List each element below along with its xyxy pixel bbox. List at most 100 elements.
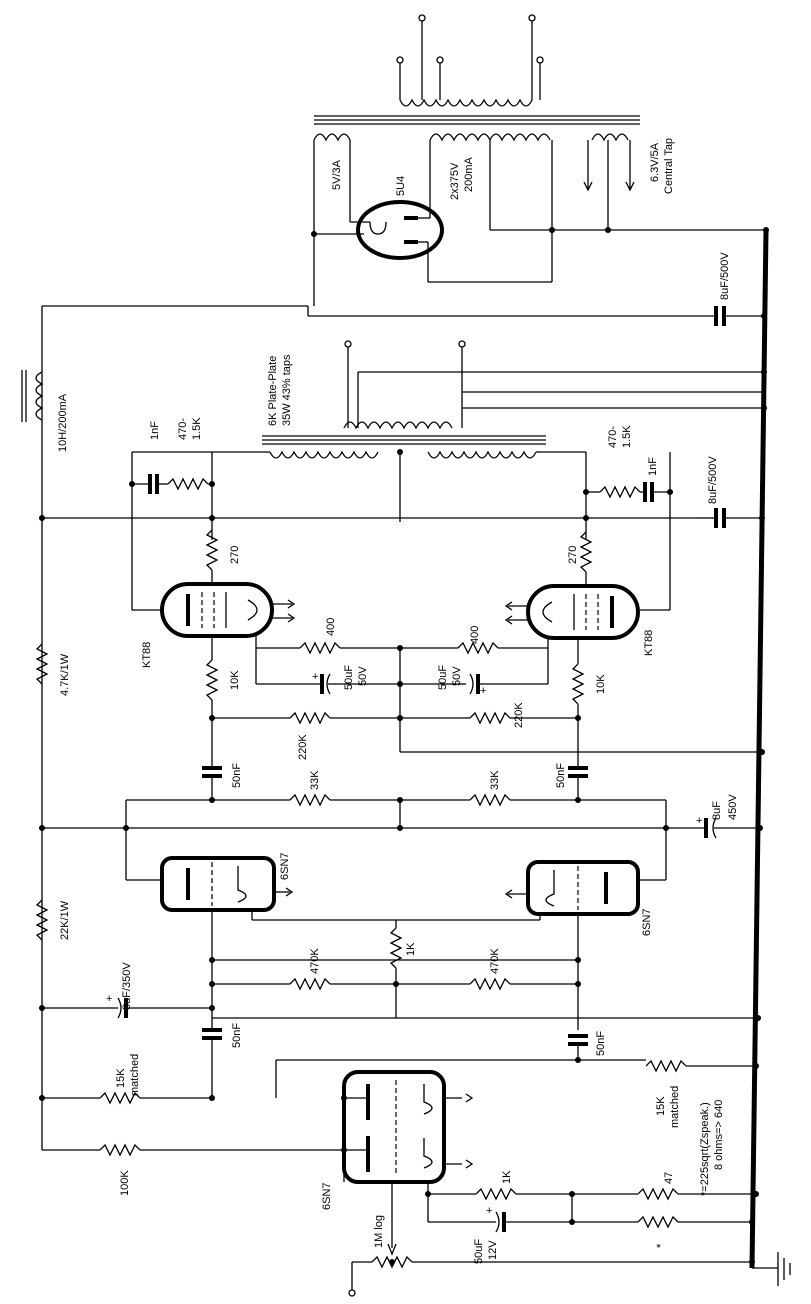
cap-plus-right: + [480, 685, 486, 697]
feedback-resistor-star [637, 1216, 679, 1228]
power-transformer [313, 14, 640, 230]
heater-5v-label: 5V/3A [331, 159, 343, 190]
grid-leak-right-label: 220K [513, 702, 525, 728]
ht-secondary-label-1: 2x375V [449, 162, 461, 200]
volume-potentiometer [348, 1182, 752, 1297]
input-plate-left-label-2: matched [129, 1054, 141, 1096]
coupling-cap-output-right [568, 766, 588, 800]
cathode-res-right-label: 400 [469, 626, 481, 644]
feedback-note-2: 8 ohms=> 640 [713, 1100, 725, 1170]
grid-leak-left [289, 712, 331, 724]
zobel-right-cap-label: 1nF [647, 457, 659, 476]
zobel-left-cap-label: 1nF [149, 421, 161, 440]
output-transformer [211, 340, 766, 540]
input-plate-left-label-1: 15K [115, 1068, 127, 1088]
driver-tail-resistor [390, 927, 402, 969]
ht-secondary-label-2: 200mA [463, 156, 475, 192]
cathode-cap-left-label-2: 50V [357, 666, 369, 686]
heater-63v-label-2: Central Tap [663, 138, 675, 194]
input-tube-label: 6SN7 [321, 1182, 333, 1210]
kt88-left-label: KT88 [141, 642, 153, 668]
cathode-cap-right-label-1: 50uF [437, 665, 449, 690]
coupling-cap-right-label: 50nF [555, 763, 567, 788]
cathode-cap-right-label-2: 50V [451, 666, 463, 686]
filter-cap-1-label: 8uF/500V [719, 252, 731, 300]
grid-leak-right [469, 712, 511, 724]
grid-stop-right-label: 10K [595, 674, 607, 694]
feedback-resistor-47 [637, 1188, 679, 1200]
coupling-cap-input-left [202, 1028, 222, 1098]
coupling-cap-left-label: 50nF [231, 763, 243, 788]
zobel-left-res-label-2: 1.5K [191, 417, 203, 440]
choke-label: 10H/200mA [57, 393, 69, 452]
input-cap-right-label: 50nF [595, 1031, 607, 1056]
input-tube-6sn7 [342, 1070, 474, 1184]
ot-label-2: 35W 43% taps [281, 354, 293, 426]
input-cap-left-label: 50nF [231, 1023, 243, 1048]
input-plate-right-label-2: matched [669, 1086, 681, 1128]
ground-bus [749, 229, 769, 1269]
driver-grid-left-label: 470K [309, 948, 321, 974]
input-plate-right-label-1: 15K [655, 1096, 667, 1116]
driver-tube-6sn7-left [126, 856, 400, 1030]
driver-tail-label: 1K [405, 942, 417, 956]
input-decouple-label: 8uF/350V [121, 962, 133, 1010]
input-cathode-cap-label-2: 12V [487, 1240, 499, 1260]
grid-ref-label: 100K [119, 1170, 131, 1196]
heater-63v-label-1: 6.3V/5A [649, 142, 661, 182]
input-cathode-cap-plus: + [486, 1205, 492, 1217]
ot-label-1: 6K Plate-Plate [267, 356, 279, 426]
input-cathode-cap-label-1: 50uF [473, 1239, 485, 1264]
feedback-star-label: * [655, 1243, 667, 1248]
screen-res-left-label: 270 [229, 546, 241, 564]
dropper-2-label: 22K/1W [59, 900, 71, 940]
input-plate-res-right [645, 1060, 687, 1072]
driver-plate-right-label: 33K [489, 770, 501, 790]
output-tube-kt88-left [132, 582, 296, 638]
ground-symbol [752, 1252, 791, 1286]
input-decouple-plus: + [106, 993, 112, 1005]
dropper-1-label: 4.7K/1W [59, 653, 71, 696]
driver-grid-right-label: 470K [489, 948, 501, 974]
feedback-note-1: *=225sqrt(Zspeak.) [699, 1102, 711, 1196]
grid-stopper-right [572, 663, 584, 705]
grid-leak-left-label: 220K [297, 734, 309, 760]
filter-capacitor-1 [307, 306, 764, 326]
driver-tube-6sn7-right [400, 860, 666, 1030]
driver-right-label: 6SN7 [641, 908, 653, 936]
input-cathode-resistor [475, 1188, 517, 1200]
volume-pot-label: 1M log [373, 1215, 385, 1248]
feedback-res-label: 47 [663, 1172, 675, 1184]
coupling-cap-input-right [568, 1034, 588, 1060]
driver-plate-left-label: 33K [309, 770, 321, 790]
screen-res-right-label: 270 [567, 546, 579, 564]
driver-grid-res-left [289, 978, 331, 990]
driver-decouple-label-1: 8uF [711, 801, 723, 820]
input-cathode-res-label: 1K [501, 1170, 513, 1184]
filter-cap-2-label: 8uF/500V [707, 456, 719, 504]
driver-decouple-label-2: 450V [727, 794, 739, 820]
coupling-cap-output-left [202, 766, 222, 800]
driver-cap-plus: + [696, 815, 702, 827]
zobel-right-res-label-1: 470- [607, 426, 619, 448]
junction-dots [39, 227, 769, 1265]
cathode-cap-left-label-1: 50uF [343, 665, 355, 690]
driver-grid-res-right [469, 978, 511, 990]
grid-stop-left-label: 10K [229, 670, 241, 690]
grid-ref-resistor [99, 1144, 141, 1156]
driver-plate-res-left [289, 794, 331, 806]
cap-plus-left: + [312, 671, 318, 683]
driver-plate-res-right [469, 794, 511, 806]
cathode-res-left-label: 400 [325, 618, 337, 636]
kt88-right-label: KT88 [643, 630, 655, 656]
zobel-right-res-label-2: 1.5K [621, 425, 633, 448]
grid-stopper-left [206, 659, 218, 701]
output-tube-kt88-right [504, 584, 670, 640]
choke-inductor [21, 370, 44, 422]
output-cathode-network: + + [255, 636, 549, 752]
rectifier-label: 5U4 [395, 176, 407, 196]
rectifier-tube-5u4 [313, 140, 766, 306]
driver-left-label: 6SN7 [279, 852, 291, 880]
